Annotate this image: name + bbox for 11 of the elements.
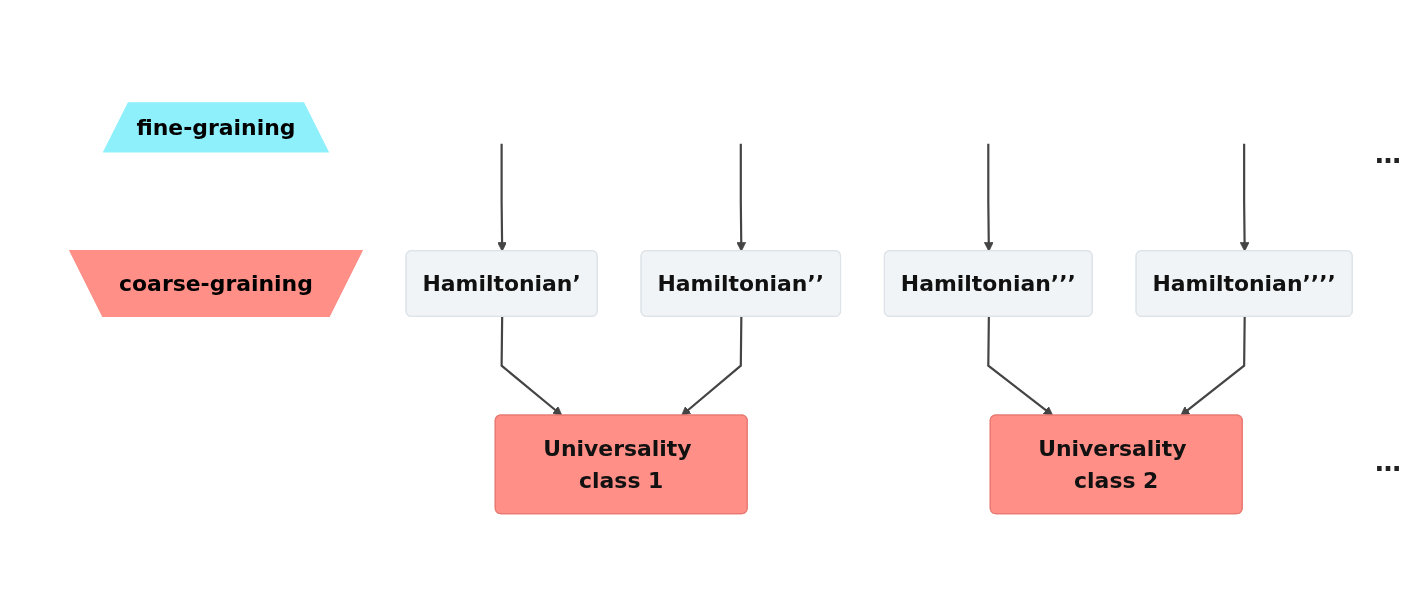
flow-diagram: fine-graining coarse-graining Hamiltonian’ Hamiltonian’’ Hamiltonian’’’ Hamiltonian’’’’ Universality class 1 Universality class 2	[60, 93, 1361, 523]
arrow	[680, 316, 742, 416]
ellipsis-text: …	[1375, 447, 1401, 477]
arrow	[500, 316, 562, 416]
ellipsis-text: …	[1375, 139, 1401, 169]
arrow	[1179, 316, 1246, 416]
arrow	[496, 143, 507, 252]
arrow	[983, 143, 994, 252]
arrow	[735, 143, 746, 252]
arrow	[986, 316, 1053, 416]
arrow	[1239, 143, 1249, 252]
